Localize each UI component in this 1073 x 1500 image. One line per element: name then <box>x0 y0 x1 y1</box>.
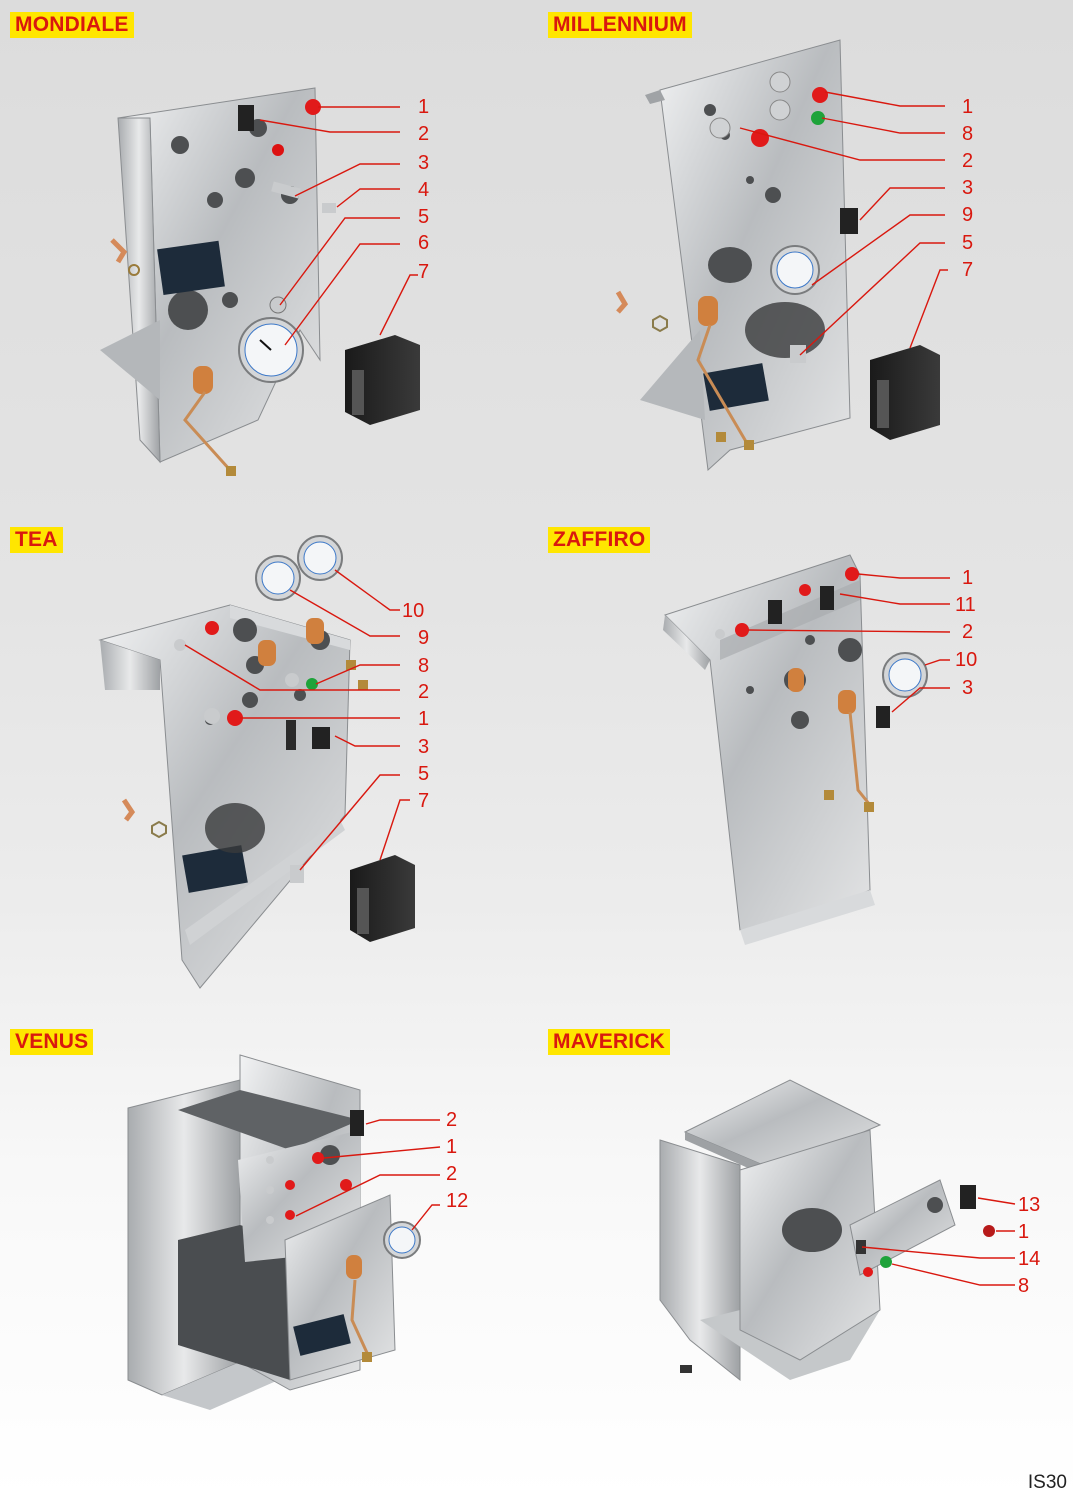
callout-2: 2 <box>446 1163 458 1185</box>
callout-3: 3 <box>418 736 430 758</box>
model-title-tea: TEA <box>10 527 63 553</box>
callout-8: 8 <box>418 655 430 677</box>
callout-6: 6 <box>418 232 430 254</box>
callout-8: 8 <box>962 123 974 145</box>
callout-7: 7 <box>962 259 974 281</box>
callout-3: 3 <box>418 152 430 174</box>
callout-1: 1 <box>1018 1221 1030 1243</box>
callout-2: 2 <box>962 150 974 172</box>
callout-12: 12 <box>446 1190 469 1212</box>
callout-1: 1 <box>418 96 430 118</box>
model-title-zaffiro: ZAFFIRO <box>548 527 651 553</box>
callout-1: 1 <box>418 708 430 730</box>
callout-14: 14 <box>1018 1248 1041 1270</box>
callout-2: 2 <box>962 621 974 643</box>
callout-1: 1 <box>446 1136 458 1158</box>
callout-10: 10 <box>955 649 978 671</box>
callout-10: 10 <box>402 600 425 622</box>
model-title-maverick: MAVERICK <box>548 1029 671 1055</box>
callout-2: 2 <box>446 1109 458 1131</box>
model-title-mondiale: MONDIALE <box>10 12 134 38</box>
callout-9: 9 <box>962 204 974 226</box>
callout-11: 11 <box>955 594 976 616</box>
callout-3: 3 <box>962 677 974 699</box>
callout-9: 9 <box>418 627 430 649</box>
callout-5: 5 <box>418 206 430 228</box>
model-title-millennium: MILLENNIUM <box>548 12 692 38</box>
callout-2: 2 <box>418 681 430 703</box>
callout-13: 13 <box>1018 1194 1041 1216</box>
callout-3: 3 <box>962 177 974 199</box>
callout-1: 1 <box>962 96 974 118</box>
callout-7: 7 <box>418 790 430 812</box>
callout-7: 7 <box>418 261 430 283</box>
callout-4: 4 <box>418 179 430 201</box>
page-code: IS30 <box>1027 1472 1067 1493</box>
model-title-venus: VENUS <box>10 1029 94 1055</box>
callout-2: 2 <box>418 123 430 145</box>
callout-5: 5 <box>418 763 430 785</box>
callout-5: 5 <box>962 232 974 254</box>
callout-8: 8 <box>1018 1275 1030 1297</box>
callout-1: 1 <box>962 567 974 589</box>
